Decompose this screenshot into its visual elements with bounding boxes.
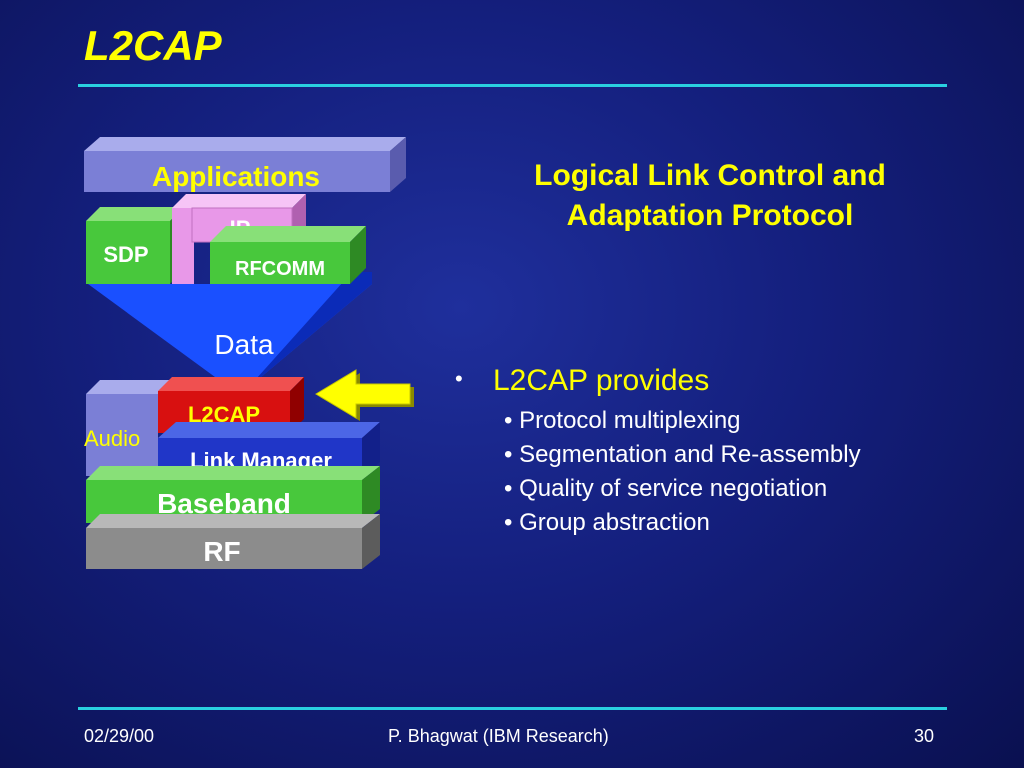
sub-bullet-item: • Quality of service negotiation [504,475,828,502]
main-bullet-text: L2CAP provides [493,364,710,397]
subtitle-line-1: Logical Link Control and [534,159,886,192]
rf-label: RF [203,536,240,567]
sdp-label: SDP [103,242,148,267]
rfcomm-label: RFCOMM [235,258,325,280]
audio-block: Audio [84,380,172,476]
pointer-arrow-icon [315,369,414,421]
protocol-stack-diagram: Applications Data SDP IP RFCOMM Audio [84,137,414,569]
data-label: Data [214,329,274,360]
data-funnel: Data [88,272,372,388]
sub-bullet-item: • Group abstraction [504,509,710,536]
sub-bullet-list: • Protocol multiplexing • Segmentation a… [504,406,861,542]
sub-bullet-item: • Protocol multiplexing [504,407,741,434]
footer-author: P. Bhagwat (IBM Research) [388,726,609,746]
subtitle-line-2: Adaptation Protocol [566,199,854,232]
sub-bullet-item: • Segmentation and Re-assembly [504,441,861,468]
baseband-label: Baseband [157,488,291,519]
rf-block: RF [86,514,380,569]
audio-label: Audio [84,426,140,451]
applications-label: Applications [152,161,320,192]
slide-title: L2CAP [84,22,222,69]
rfcomm-block: RFCOMM [210,226,366,284]
slide-subtitle: Logical Link Control and Adaptation Prot… [460,156,960,236]
footer-date: 02/29/00 [84,726,155,746]
title-divider [78,84,947,87]
applications-block: Applications [84,137,406,192]
main-bullet: • L2CAP provides [455,364,709,398]
sdp-block: SDP [86,207,184,284]
footer-divider [78,707,947,710]
footer-page-number: 30 [914,726,935,746]
bullet-dot-icon: • [455,366,463,391]
